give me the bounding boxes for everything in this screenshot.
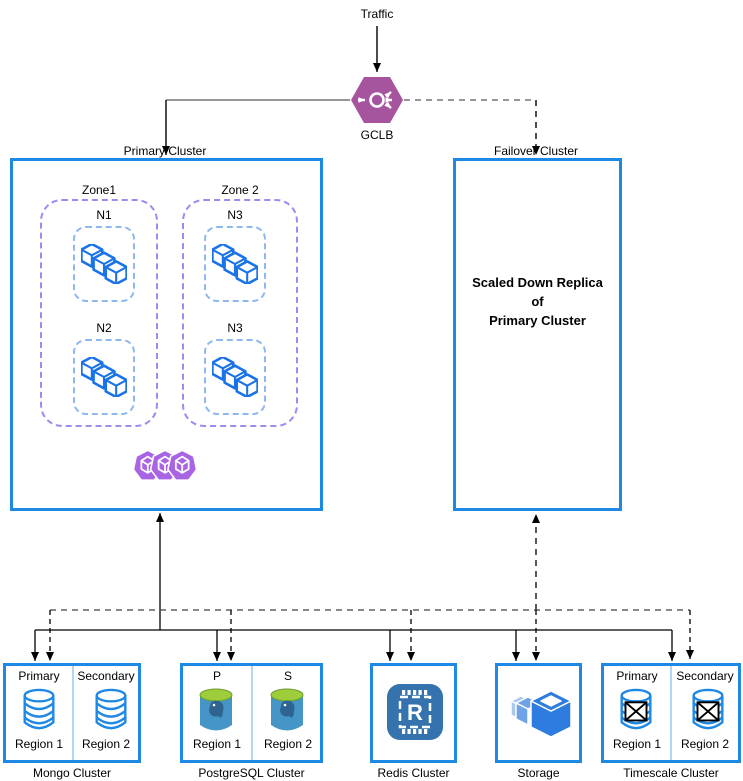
- traffic-label: Traffic: [360, 7, 394, 21]
- pods-cubes-icon: [81, 244, 127, 284]
- mongo-primary-role: Primary: [18, 669, 60, 683]
- timescale-cluster-label: Timescale Cluster: [623, 766, 719, 780]
- postgresql-cluster-label: PostgreSQL Cluster: [198, 766, 305, 780]
- redis-cluster-box: R: [370, 663, 457, 763]
- mongo-region-2: Region 2: [81, 737, 131, 751]
- node-n3b-label: N3: [227, 321, 243, 335]
- postgresql-region-2: Region 2: [263, 737, 313, 751]
- redis-cluster-label: Redis Cluster: [377, 766, 450, 780]
- storage-box: [495, 663, 582, 763]
- mongo-primary-database-icon: [23, 688, 55, 730]
- timescale-region-2: Region 2: [680, 737, 730, 751]
- timescale-cluster-box: Primary Secondary Region 1 Region 2: [601, 663, 741, 763]
- timescale-primary-role: Primary: [616, 669, 658, 683]
- failover-cluster-label: Failover Cluster: [493, 144, 579, 158]
- postgresql-primary-role: P: [212, 669, 221, 683]
- node-n1: [73, 226, 135, 302]
- postgresql-cluster-box: P S Region 1 Region 2: [180, 663, 323, 763]
- node-n3a-label: N3: [227, 208, 243, 222]
- timescale-region-1: Region 1: [612, 737, 662, 751]
- timescale-secondary-role: Secondary: [676, 669, 734, 683]
- node-n3a: [204, 226, 266, 302]
- failover-description: Scaled Down Replica of Primary Cluster: [472, 275, 603, 328]
- redis-memorystore-icon: R: [387, 684, 443, 740]
- zone-2: Zone 2 N3 N3: [182, 183, 298, 427]
- mongo-secondary-database-icon: [95, 688, 127, 730]
- timescale-primary-database-icon: [620, 688, 652, 730]
- primary-cluster-label: Primary Cluster: [123, 144, 207, 158]
- mongo-secondary-role: Secondary: [77, 669, 135, 683]
- redis-r-letter: R: [407, 700, 423, 725]
- timescale-divider: [670, 666, 672, 760]
- mongo-region-1: Region 1: [14, 737, 64, 751]
- zone-1: Zone1 N1 N2: [40, 183, 158, 427]
- postgresql-primary-icon: [199, 688, 233, 731]
- mongo-cluster-label: Mongo Cluster: [32, 766, 112, 780]
- pods-cubes-icon: [212, 357, 258, 397]
- postgresql-secondary-icon: [270, 688, 304, 731]
- mongo-cluster-box: Primary Secondary Region 1 Region 2: [3, 663, 141, 763]
- timescale-secondary-database-icon: [692, 688, 724, 730]
- workloads-heptagon-cubes-icon: [133, 450, 197, 481]
- node-n2: [73, 339, 135, 415]
- postgresql-divider: [251, 666, 253, 760]
- failover-cluster-box: Scaled Down Replica of Primary Cluster: [453, 158, 622, 511]
- storage-label: Storage: [517, 766, 560, 780]
- pods-cubes-icon: [212, 244, 258, 284]
- gclb-label: GCLB: [360, 128, 394, 142]
- node-n1-label: N1: [96, 208, 112, 222]
- postgresql-secondary-role: S: [283, 669, 292, 683]
- node-n3b: [204, 339, 266, 415]
- zone-1-label: Zone1: [81, 183, 117, 197]
- postgresql-region-1: Region 1: [192, 737, 242, 751]
- gclb-load-balancer-icon: [351, 77, 403, 123]
- pods-cubes-icon: [81, 357, 127, 397]
- zone-2-label: Zone 2: [221, 183, 259, 197]
- primary-cluster-box: Zone1 N1 N2: [10, 158, 323, 511]
- storage-buckets-icon: [510, 690, 572, 738]
- mongo-divider: [72, 666, 74, 760]
- node-n2-label: N2: [96, 321, 112, 335]
